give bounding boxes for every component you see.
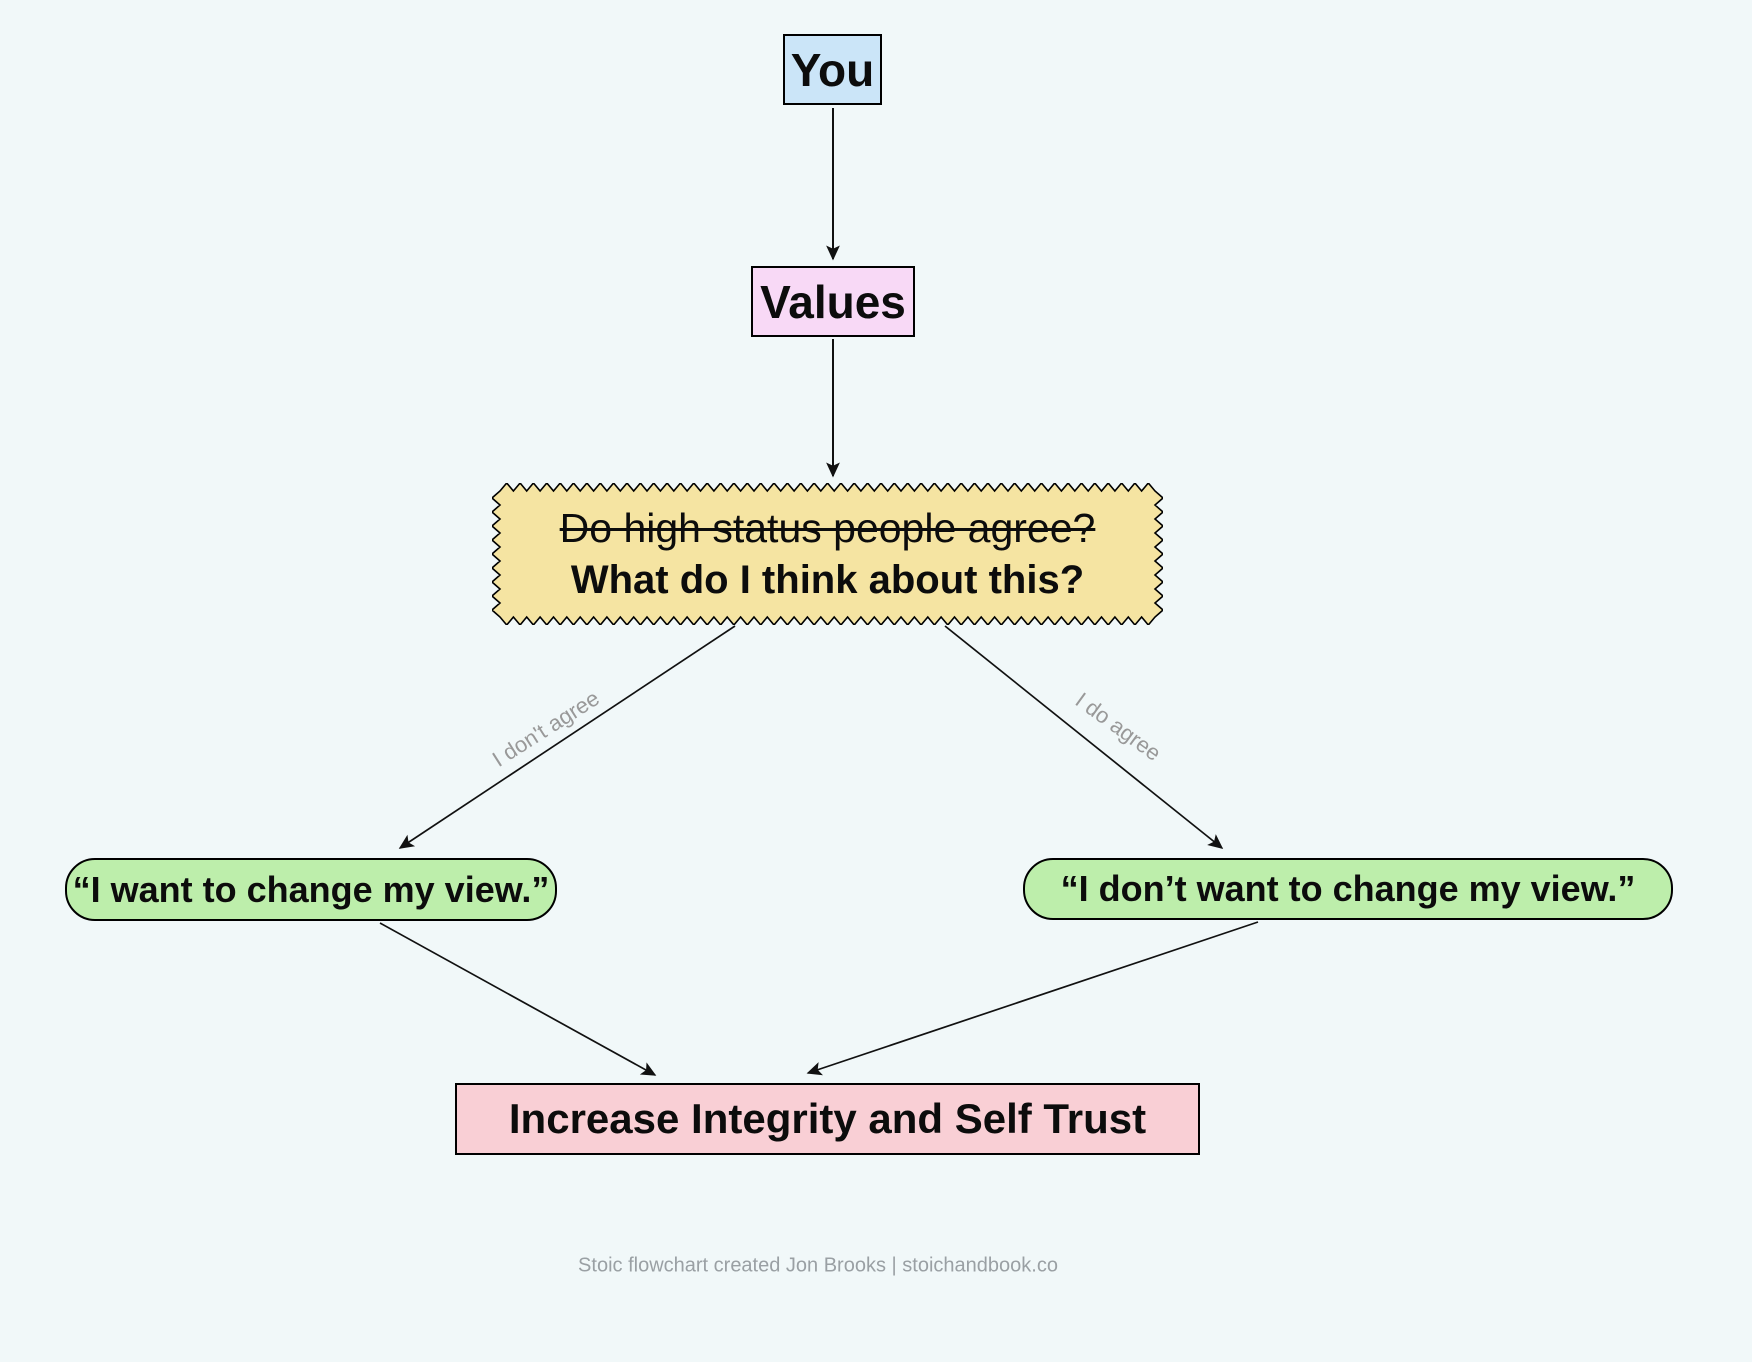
edge-question-to-keep-view xyxy=(944,625,1224,849)
node-outcome-label: Increase Integrity and Self Trust xyxy=(508,1095,1147,1142)
node-change-view: “I want to change my view.” xyxy=(65,858,557,921)
node-values: Values xyxy=(751,266,915,337)
edge-change-view-to-outcome xyxy=(379,922,657,1076)
node-outcome: Increase Integrity and Self Trust xyxy=(455,1083,1200,1155)
node-you-label: You xyxy=(790,43,875,96)
node-values-label: Values xyxy=(760,275,906,328)
question-zigzag-border xyxy=(492,483,1163,625)
node-keep-view: “I don’t want to change my view.” xyxy=(1023,858,1673,920)
node-question: Do high status people agree? What do I t… xyxy=(492,483,1163,625)
footer-credit: Stoic flowchart created Jon Brooks | sto… xyxy=(578,1254,1058,1277)
question-struck-line: Do high status people agree? xyxy=(559,505,1096,552)
question-text: Do high status people agree? What do I t… xyxy=(560,504,1096,604)
edge-keep-view-to-outcome xyxy=(806,921,1259,1076)
node-change-view-label: “I want to change my view.” xyxy=(72,868,550,910)
edge-question-to-change-view xyxy=(398,625,736,849)
node-keep-view-label: “I don’t want to change my view.” xyxy=(1060,868,1636,909)
question-main-line: What do I think about this? xyxy=(570,557,1085,602)
node-you: You xyxy=(783,34,882,105)
